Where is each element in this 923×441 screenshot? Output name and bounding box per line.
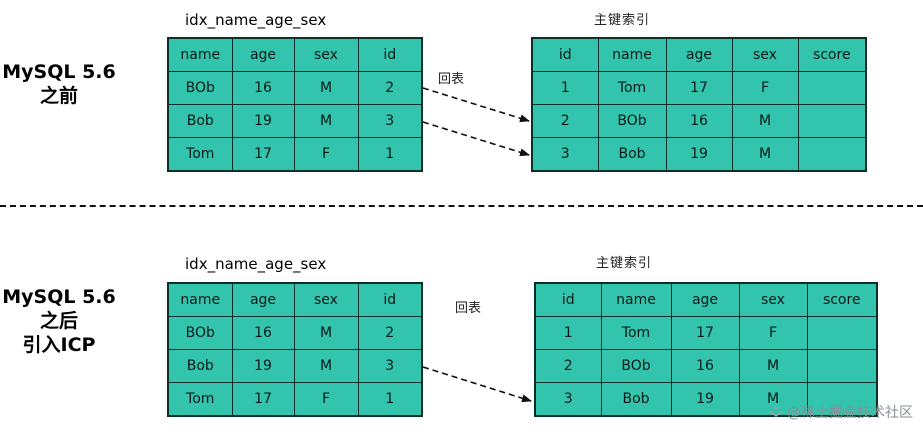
table-cell [797,137,867,172]
table-cell: M [731,104,799,138]
table-cell: 2 [531,104,599,138]
table-row: Tom 17 F 1 [167,137,423,172]
table-row: BOb 16 M 2 [167,316,423,350]
table-cell: 17 [231,137,295,172]
header-cell: age [231,37,295,72]
table-row: 3 Bob 19 M [534,382,878,417]
bottom-secondary-index-table: name age sex id BOb 16 M 2 Bob 19 M 3 To… [167,282,423,417]
table-cell: 16 [231,316,295,350]
table-header-row: id name age sex score [534,282,878,317]
header-cell: id [534,282,602,317]
section-divider [0,205,923,207]
header-cell: age [231,282,295,317]
table-cell: 1 [357,137,423,172]
table-cell: 19 [665,137,733,172]
top-back-to-table-label: 回表 [438,72,465,87]
header-cell: sex [293,37,359,72]
table-cell: 19 [231,349,295,383]
top-version-label: MySQL 5.6 之前 [0,60,118,108]
table-cell: 3 [534,382,602,417]
top-arrow-row2 [422,121,530,157]
table-cell: 1 [357,382,423,417]
top-secondary-index-table: name age sex id BOb 16 M 2 Bob 19 M 3 To… [167,37,423,172]
table-row: 2 BOb 16 M [531,104,867,138]
table-cell: Tom [167,137,233,172]
table-cell: Bob [167,104,233,138]
table-header-row: name age sex id [167,282,423,317]
bottom-back-to-table-label: 回表 [455,301,482,316]
watermark-text: @稀土掘金技术社区 [787,405,913,421]
table-cell: F [731,71,799,105]
header-cell: name [600,282,672,317]
top-primary-key-name: 主键索引 [594,13,651,28]
table-cell: BOb [597,104,667,138]
bottom-arrow-row2 [422,366,532,403]
table-cell: F [293,382,359,417]
watermark: @稀土掘金技术社区 [768,402,913,422]
table-cell: 19 [231,104,295,138]
table-cell: 2 [357,316,423,350]
table-cell: F [293,137,359,172]
bottom-version-label-line2: 之后 [39,310,78,332]
table-cell: 3 [357,104,423,138]
table-row: 1 Tom 17 F [534,316,878,350]
table-cell: M [738,382,808,417]
table-cell: 2 [534,349,602,383]
table-cell: 17 [665,71,733,105]
table-cell: 16 [665,104,733,138]
table-cell: Bob [597,137,667,172]
table-cell: 16 [670,349,740,383]
table-cell: Tom [597,71,667,105]
header-cell: sex [293,282,359,317]
table-cell: BOb [167,71,233,105]
table-cell [806,349,878,383]
table-row: Bob 19 M 3 [167,104,423,138]
top-primary-key-table: id name age sex score 1 Tom 17 F 2 BOb 1… [531,37,867,172]
bottom-primary-key-table: id name age sex score 1 Tom 17 F 2 BOb 1… [534,282,878,417]
table-cell: 16 [231,71,295,105]
table-cell: Tom [600,316,672,350]
table-row: 2 BOb 16 M [534,349,878,383]
header-cell: id [357,37,423,72]
header-cell: id [357,282,423,317]
table-cell: 2 [357,71,423,105]
header-cell: name [597,37,667,72]
table-cell: M [738,349,808,383]
table-row: BOb 16 M 2 [167,71,423,105]
table-cell: BOb [167,316,233,350]
juejin-logo-icon [768,405,784,419]
table-cell: M [731,137,799,172]
header-cell: age [670,282,740,317]
bottom-version-label-line1: MySQL 5.6 [2,286,116,308]
top-version-label-line2: 之前 [39,85,78,107]
table-cell: 1 [534,316,602,350]
bottom-version-label-line3: 引入ICP [22,334,96,356]
table-cell: Bob [167,349,233,383]
table-cell [797,104,867,138]
header-cell: score [806,282,878,317]
table-cell [806,382,878,417]
table-cell: M [293,104,359,138]
table-row: 3 Bob 19 M [531,137,867,172]
header-cell: sex [731,37,799,72]
table-row: Tom 17 F 1 [167,382,423,417]
table-cell: 3 [357,349,423,383]
bottom-primary-key-name: 主键索引 [596,256,653,271]
bottom-version-label: MySQL 5.6 之后 引入ICP [0,285,118,357]
top-index-name: idx_name_age_sex [185,11,327,29]
table-cell: Bob [600,382,672,417]
table-cell: BOb [600,349,672,383]
top-arrow-row1 [422,87,530,123]
table-cell: 19 [670,382,740,417]
top-version-label-line1: MySQL 5.6 [2,61,116,83]
table-cell: Tom [167,382,233,417]
header-cell: age [665,37,733,72]
table-row: Bob 19 M 3 [167,349,423,383]
table-cell: 17 [231,382,295,417]
bottom-index-name: idx_name_age_sex [185,255,327,273]
table-cell: M [293,349,359,383]
